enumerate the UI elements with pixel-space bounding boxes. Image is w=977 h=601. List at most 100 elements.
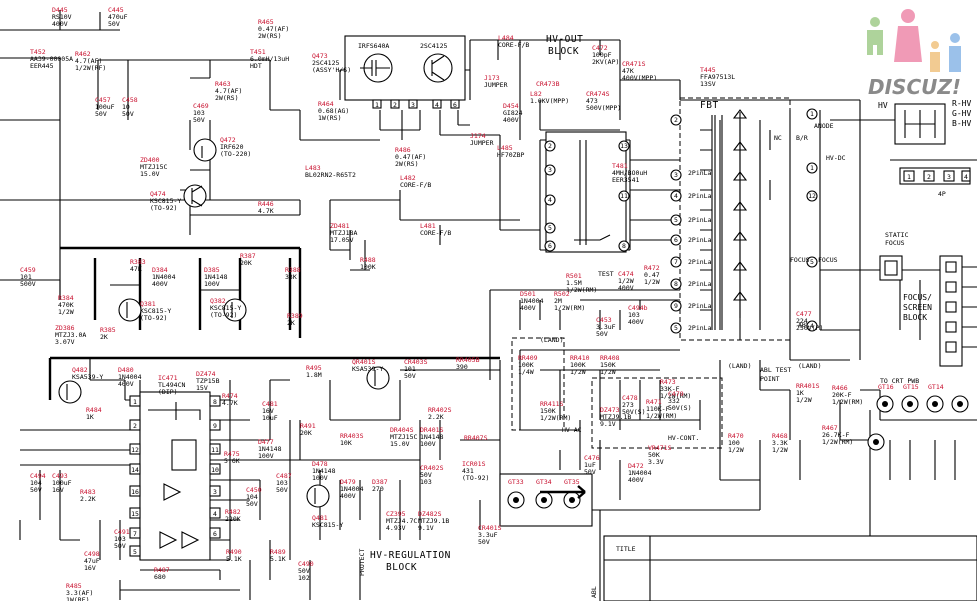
ref-d477: D477 xyxy=(258,438,274,446)
rating-c479: 50V(S) xyxy=(668,404,691,412)
ref-c457: C457 xyxy=(95,96,111,104)
value-dr404s: MTZJ15C xyxy=(390,433,417,441)
ref-zd481: ZD481 xyxy=(330,222,350,230)
rating-c472: 2KV(AP) xyxy=(592,58,619,66)
value-qr401s: KSA539-Y xyxy=(352,365,383,373)
ref-r387: R387 xyxy=(240,252,256,260)
ref-c450: C450 xyxy=(246,486,262,494)
ref-q381: Q381 xyxy=(140,300,156,308)
static-focus-label: STATIC xyxy=(885,231,909,239)
ref-q481: Q481 xyxy=(312,514,328,522)
ref-icr01s: ICR01S xyxy=(462,460,486,468)
rating-c487: 50V xyxy=(276,486,288,494)
test-points-row-left xyxy=(499,473,593,527)
svg-text:3: 3 xyxy=(674,171,678,179)
value-r468: 3.3K xyxy=(772,439,788,447)
ref-rr409: RR409 xyxy=(518,354,538,362)
rating-c450: 50V xyxy=(246,500,258,508)
rating-r486: 2W(RS) xyxy=(395,160,418,168)
svg-text:2: 2 xyxy=(674,116,678,124)
value-rr403s: 10K xyxy=(340,439,352,447)
rating-r470: 1/2W xyxy=(728,446,744,454)
b-r-label: B/R xyxy=(796,134,808,142)
rating-r485: 1W(RF) xyxy=(66,596,89,601)
pin-label-3: 2PinLa xyxy=(688,169,712,177)
ref-c458: C458 xyxy=(122,96,138,104)
pin-label-6: 2PinLa xyxy=(688,236,712,244)
value-c490: 50V xyxy=(298,567,310,575)
ref-c453: C453 xyxy=(596,316,612,324)
gt34-label: GT34 xyxy=(536,478,552,486)
ref-r475: R475 xyxy=(224,450,240,458)
ref-r465: R465 xyxy=(258,18,274,26)
value-c494b: 103 xyxy=(628,311,640,319)
svg-text:10: 10 xyxy=(211,466,219,474)
value-r463: 4.7(AF) xyxy=(215,87,242,95)
rating-c459: 500V xyxy=(20,280,36,288)
value-d445: RS10V xyxy=(52,13,72,21)
focus-screen-title: FOCUS/ xyxy=(903,293,932,302)
ref-r502: R502 xyxy=(554,290,570,298)
value-d384: 1N4004 xyxy=(152,273,176,281)
value-c476: 1uF xyxy=(584,461,596,469)
svg-text:5: 5 xyxy=(810,258,814,266)
test-points-row-right xyxy=(867,395,969,451)
rating-c474: 400V xyxy=(618,284,634,292)
svg-text:3: 3 xyxy=(548,166,552,174)
rating-d384: 400V xyxy=(152,280,168,288)
value-c459: 101 xyxy=(20,273,32,281)
rating-d479: 400V xyxy=(340,492,356,500)
rating-c478: 50V(S) xyxy=(622,408,645,416)
rating-dz473: 9.1V xyxy=(600,420,616,428)
ref-r474: R474 xyxy=(222,392,238,400)
ref-c493: C493 xyxy=(52,472,68,480)
svg-text:2: 2 xyxy=(927,173,931,181)
ref-c490: C490 xyxy=(298,560,314,568)
value-r465: 0.47(AF) xyxy=(258,25,289,33)
ref-q473: Q473 xyxy=(312,52,328,60)
ref-r472: R472 xyxy=(644,264,660,272)
value-d480: 1N4004 xyxy=(118,373,142,381)
rating-t451: HDT xyxy=(250,62,262,70)
title-block xyxy=(603,535,977,601)
value-c474: 1/2W xyxy=(618,277,634,285)
ref-cr403s: CR403S xyxy=(404,358,428,366)
svg-text:5: 5 xyxy=(674,216,678,224)
value-j173: JUMPER xyxy=(484,81,508,89)
ref-c476: C476 xyxy=(584,454,600,462)
rating-dz482s: 9.1V xyxy=(418,524,434,532)
ref-j173: J173 xyxy=(484,74,500,82)
ref-d479: D479 xyxy=(340,478,356,486)
ref-t481: T481 xyxy=(612,162,628,170)
value-t451: 6.0mH/13uH xyxy=(250,55,289,63)
rating-d385: 100V xyxy=(204,280,220,288)
rating-d472: 400V xyxy=(628,476,644,484)
value-l483: BL02RN2-R65T2 xyxy=(305,171,356,179)
rating-cr402s: 103 xyxy=(420,478,432,486)
svg-text:1: 1 xyxy=(810,110,814,118)
ic471-pwm-controller: 1 2 12 14 16 15 7 5 8 9 11 10 3 4 6 xyxy=(129,391,221,561)
svg-text:7: 7 xyxy=(133,530,137,538)
value-c453: 3.3uF xyxy=(596,323,616,331)
watermark-text: DISCUZ! xyxy=(868,75,961,99)
ref-r463: R463 xyxy=(215,80,231,88)
rating-cr401s: 50V xyxy=(478,538,490,546)
misc-labels: TEST (LAND) (LAND) (LAND) ABL TEST POINT… xyxy=(358,99,971,598)
rating-d480: 400V xyxy=(118,380,134,388)
q473-part-label-2: 2SC4125 xyxy=(420,42,447,50)
ref-cr471s: CR471S xyxy=(622,60,646,68)
land-label-2: (LAND) xyxy=(728,362,751,370)
hv-dc-label: HV-DC xyxy=(826,154,846,162)
svg-text:2: 2 xyxy=(393,101,397,109)
value-r464: 0.68(AG) xyxy=(318,107,349,115)
ref-d478: D478 xyxy=(312,460,328,468)
test-label: TEST xyxy=(598,270,614,278)
ref-c474: C474 xyxy=(618,270,634,278)
ref-cr473b: CR473B xyxy=(536,80,560,88)
fbt-flyback: 2 3 4 5 6 7 8 9 5 1 1 12 5 4 xyxy=(670,108,818,334)
value-c494: 104 xyxy=(30,479,42,487)
svg-text:1: 1 xyxy=(810,164,814,172)
abl-side-label: ABL xyxy=(590,586,598,598)
transistor-symbols xyxy=(58,138,390,508)
rating-d454: 400V xyxy=(503,116,519,124)
